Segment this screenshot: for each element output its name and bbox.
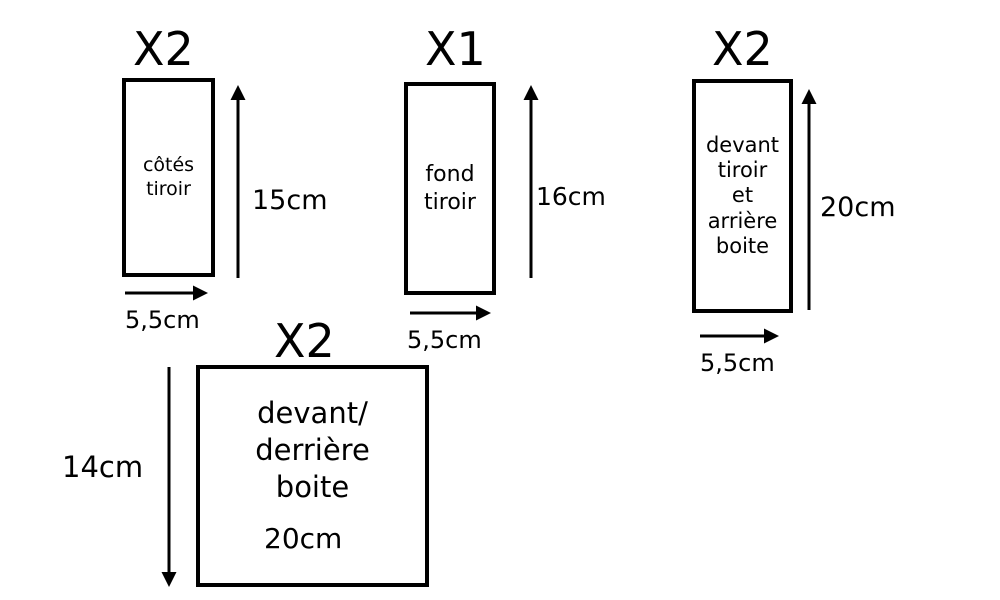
width-label-devant-tiroir: 5,5cm [700,349,775,377]
quantity-fond-tiroir: X1 [425,22,486,76]
label-cotes-tiroir: côtés tiroir [142,153,195,200]
quantity-devant-tiroir: X2 [712,22,773,76]
height-label-fond-tiroir: 16cm [536,182,606,211]
label-fond-tiroir: fond tiroir [424,162,476,215]
label-devant-tiroir: devant tiroir et arrière boite [705,133,780,258]
height-label-cotes-tiroir: 15cm [252,185,328,216]
width-label-devant-derriere-boite: 20cm [264,522,343,555]
quantity-cotes-tiroir: X2 [133,22,194,76]
piece-devant-tiroir: devant tiroir et arrière boite [692,79,793,313]
height-label-devant-tiroir: 20cm [820,192,896,223]
width-label-cotes-tiroir: 5,5cm [125,306,200,334]
piece-devant-derriere-boite: devant/ derrière boite [196,365,429,587]
height-label-devant-derriere-boite: 14cm [62,450,144,484]
width-label-fond-tiroir: 5,5cm [407,326,482,354]
label-devant-derriere-boite: devant/ derrière boite [255,396,370,504]
piece-cotes-tiroir: côtés tiroir [122,78,215,277]
piece-fond-tiroir: fond tiroir [404,82,496,295]
quantity-devant-derriere-boite: X2 [274,314,335,368]
